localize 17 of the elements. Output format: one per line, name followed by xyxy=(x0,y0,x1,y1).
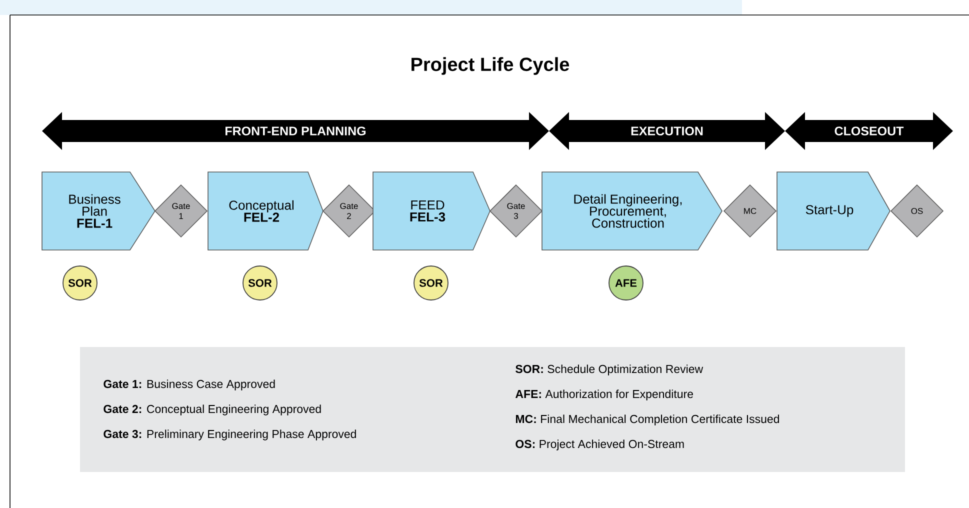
phase-box: Conceptual FEL-2 xyxy=(208,172,324,250)
phase-banner: EXECUTION xyxy=(549,112,785,150)
key-entry: OS: Project Achieved On-Stream xyxy=(516,440,684,450)
phase-box: Detail Engineering, Procurement, Construction xyxy=(542,172,722,250)
phase-box: Business Plan FEL-1 xyxy=(42,172,156,250)
key-entry: Gate 2: Conceptual Engineering Approved xyxy=(104,404,321,416)
key-entry: Gate 1: Business Case Approved xyxy=(104,380,275,390)
phase-box: Start-Up xyxy=(776,172,890,250)
key-entry: AFE: Authorization for Expenditure xyxy=(516,390,693,400)
key-panel xyxy=(80,347,905,472)
title: Project Life Cycle xyxy=(412,57,570,75)
phase-banner: CLOSEOUT xyxy=(785,112,953,150)
key-entry: SOR: Schedule Optimization Review xyxy=(516,364,704,376)
key-entry: MC: Final Mechanical Completion Certificate Issued xyxy=(516,414,779,426)
phase-box: FEED FEL-3 xyxy=(372,172,490,250)
key-entry: Gate 3: Preliminary Engineering Phase Approved xyxy=(104,430,356,440)
phase-banner: FRONT-END PLANNING xyxy=(42,112,549,150)
